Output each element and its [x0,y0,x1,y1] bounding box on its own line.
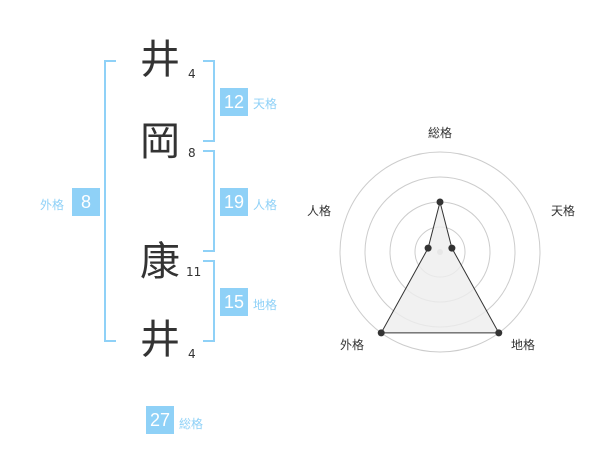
chikaku-value: 15 [220,288,248,316]
chikaku-bracket [203,260,215,342]
name-char-2: 岡 [140,119,180,165]
gaikaku-bracket [104,60,116,342]
radar-grid-ring-4 [339,151,541,353]
chikaku-label: 地格 [253,298,278,312]
name-char-1: 井 [140,37,180,83]
radar-point-4 [424,244,432,252]
stroke-count-4: 4 [188,347,196,361]
radar-point-1 [448,244,456,252]
stroke-count-1: 4 [188,67,196,81]
radar-point-2 [495,329,503,337]
tenkaku-value: 12 [220,88,248,116]
tenkaku-bracket [203,60,215,142]
radar-axis-label-soukaku: 総格 [428,126,453,140]
tenkaku-label: 天格 [253,97,278,111]
stroke-count-3: 11 [186,265,202,279]
radar-series-polygon [380,201,500,334]
radar-axis-label-gaikaku: 外格 [340,338,365,352]
radar-point-3 [377,329,385,337]
jinkaku-value: 19 [220,188,248,216]
gaikaku-label: 外格 [40,198,65,212]
radar-axis-label-jinkaku: 人格 [307,204,332,218]
jinkaku-bracket [203,150,215,252]
jinkaku-label: 人格 [253,198,278,212]
radar-axis-label-tenkaku: 天格 [551,204,576,218]
soukaku-value: 27 [146,406,174,434]
stroke-count-2: 8 [188,146,196,160]
soukaku-label: 総格 [179,417,204,431]
gaikaku-value: 8 [72,188,100,216]
name-char-4: 井 [140,317,180,363]
name-char-3: 康 [140,239,180,285]
radar-axis-label-chikaku: 地格 [511,338,536,352]
radar-point-0 [436,198,444,206]
